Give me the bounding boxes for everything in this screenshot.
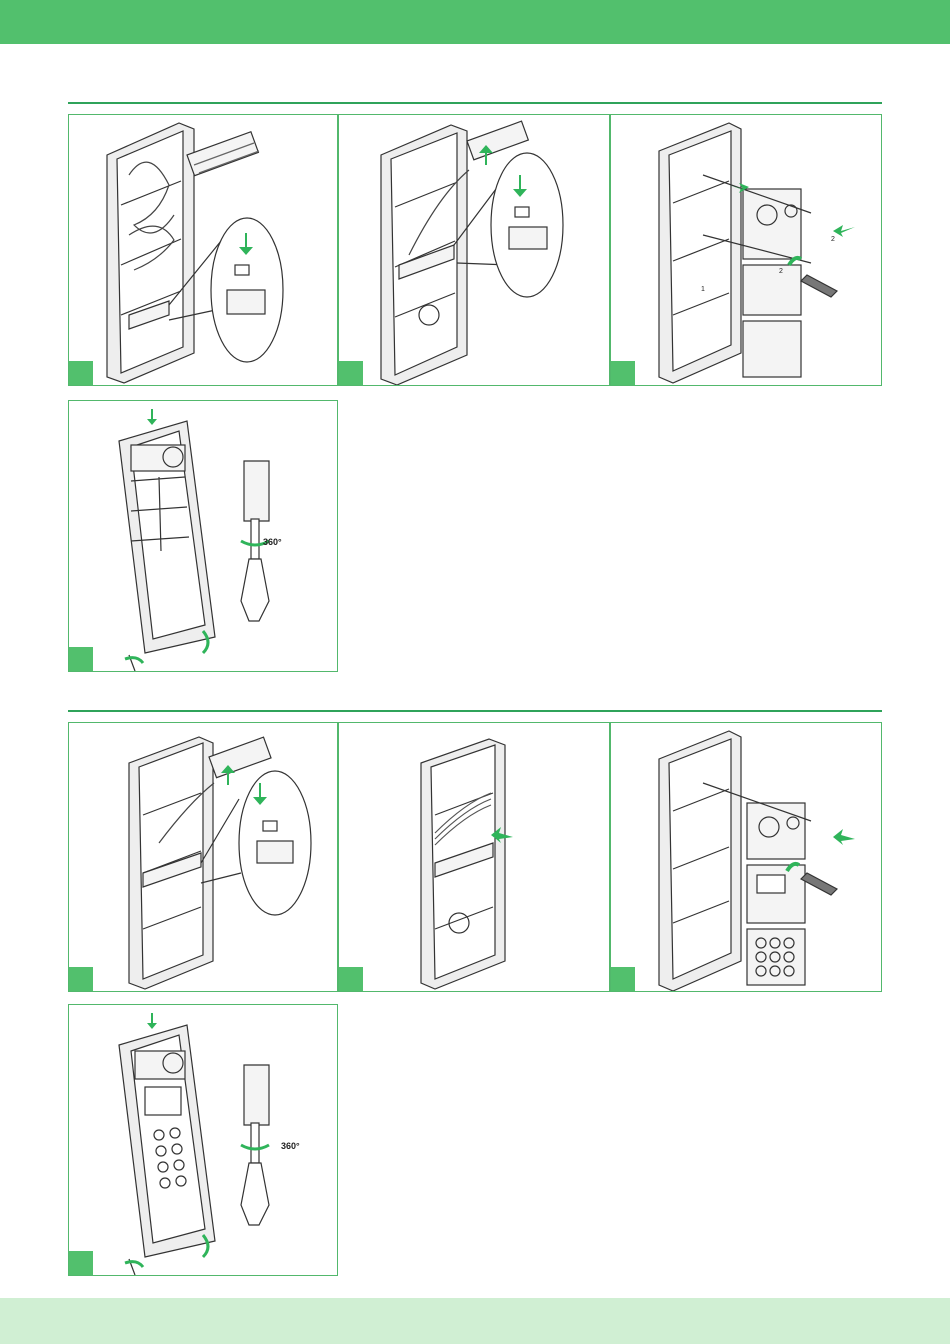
illustration-panel-1-2 <box>338 114 610 386</box>
illustration-panel-2-1 <box>68 722 338 992</box>
mounting-frame-wiring-illustration <box>69 115 338 386</box>
step-number-box <box>339 967 363 991</box>
callout-number: 2 <box>831 236 835 243</box>
callout-number: 2 <box>779 268 783 275</box>
module-fixing-illustration: 2 2 1 <box>611 115 882 386</box>
step-number-box <box>69 1251 93 1275</box>
step-number-box <box>611 361 635 385</box>
step-number-box <box>611 967 635 991</box>
rotation-label: 360° <box>281 1141 300 1151</box>
callout-number: 1 <box>701 286 705 293</box>
step-number-box <box>69 967 93 991</box>
keypad-module-fixing-illustration <box>611 723 882 992</box>
rotation-label: 360° <box>263 537 282 547</box>
header-bar <box>0 0 950 44</box>
illustration-panel-1-1 <box>68 114 338 386</box>
connector-insertion-illustration <box>339 115 610 386</box>
illustration-panel-2-4: 360° <box>68 1004 338 1276</box>
illustration-panel-2-3 <box>610 722 882 992</box>
illustration-panel-1-4: 360° <box>68 400 338 672</box>
step-number-box <box>339 361 363 385</box>
mounting-frame-wiring-illustration <box>69 723 338 992</box>
cable-connection-illustration <box>339 723 610 992</box>
step-number-box <box>69 361 93 385</box>
section-divider-2 <box>68 710 882 712</box>
section-divider-1 <box>68 102 882 104</box>
step-number-box <box>69 647 93 671</box>
illustration-panel-1-3: 2 2 1 <box>610 114 882 386</box>
footer-bar <box>0 1298 950 1344</box>
front-cover-closing-illustration <box>69 401 338 672</box>
illustration-panel-2-2 <box>338 722 610 992</box>
